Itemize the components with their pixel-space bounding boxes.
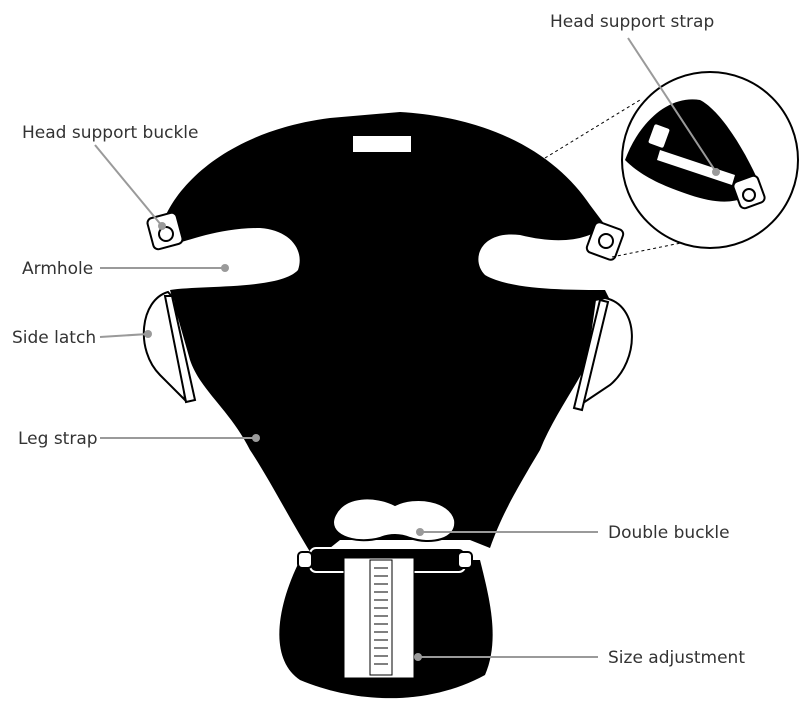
leader-lines [94, 37, 720, 661]
carrier-body [160, 112, 610, 560]
label-side-latch: Side latch [12, 328, 96, 348]
label-size-adjustment: Size adjustment [608, 648, 745, 668]
label-armhole: Armhole [22, 259, 93, 279]
inset-detail [544, 71, 799, 258]
size-adjustment-scale [343, 557, 415, 679]
label-head-support-buckle: Head support buckle [22, 123, 198, 143]
label-tag [353, 136, 411, 152]
side-latch-left [142, 290, 197, 404]
label-head-support-strap: Head support strap [550, 12, 714, 32]
head-support-buckle-right [585, 221, 625, 261]
head-support-buckle-left [146, 211, 184, 251]
side-latch-right [572, 296, 633, 412]
label-double-buckle: Double buckle [608, 523, 730, 543]
label-leg-strap: Leg strap [18, 429, 98, 449]
double-buckle [332, 497, 457, 542]
